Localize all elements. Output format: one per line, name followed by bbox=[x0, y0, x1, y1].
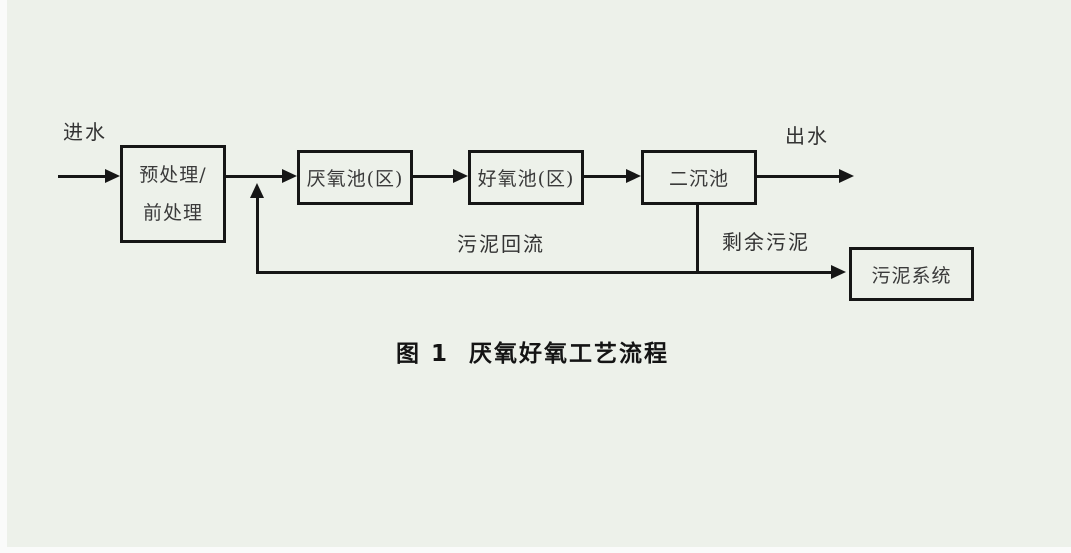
inlet-label: 进水 bbox=[63, 120, 107, 144]
anaerobic-to-aerobic-line bbox=[412, 175, 455, 178]
outlet-flow-line bbox=[756, 175, 840, 178]
aerobic-to-secondary-arrowhead-icon bbox=[626, 169, 641, 183]
sludge-system-arrowhead-icon bbox=[831, 265, 846, 279]
secondary-clarifier-box: 二沉池 bbox=[641, 150, 757, 205]
aerobic-to-secondary-line bbox=[583, 175, 628, 178]
pretreatment-label-line1: 预处理/ bbox=[139, 164, 207, 186]
pretreatment-label-line2: 前处理 bbox=[142, 202, 203, 224]
inlet-arrowhead-icon bbox=[105, 169, 120, 183]
figure-caption: 图 1 厌氧好氧工艺流程 bbox=[396, 341, 670, 367]
sludge-return-arrowhead-icon bbox=[250, 183, 264, 198]
sludge-system-box: 污泥系统 bbox=[849, 247, 974, 301]
outlet-arrowhead-icon bbox=[839, 169, 854, 183]
clarifier-sludge-drop-line bbox=[696, 204, 699, 273]
sludge-horizontal-line bbox=[256, 271, 832, 274]
excess-sludge-label: 剩余污泥 bbox=[722, 230, 810, 254]
sludge-return-label: 污泥回流 bbox=[457, 232, 545, 256]
pretreatment-box: 预处理/ 前处理 bbox=[120, 145, 226, 243]
scan-edge-left bbox=[0, 0, 7, 553]
scan-edge-bottom bbox=[0, 547, 1071, 553]
anaerobic-to-aerobic-arrowhead-icon bbox=[453, 169, 468, 183]
sludge-return-riser-line bbox=[256, 197, 259, 274]
aerobic-tank-box: 好氧池(区) bbox=[468, 150, 584, 205]
pretreatment-to-anaerobic-arrowhead-icon bbox=[282, 169, 297, 183]
inlet-flow-line bbox=[58, 175, 108, 178]
anaerobic-tank-box: 厌氧池(区) bbox=[297, 150, 413, 205]
outlet-label: 出水 bbox=[785, 124, 829, 148]
pretreatment-to-anaerobic-line bbox=[225, 175, 284, 178]
